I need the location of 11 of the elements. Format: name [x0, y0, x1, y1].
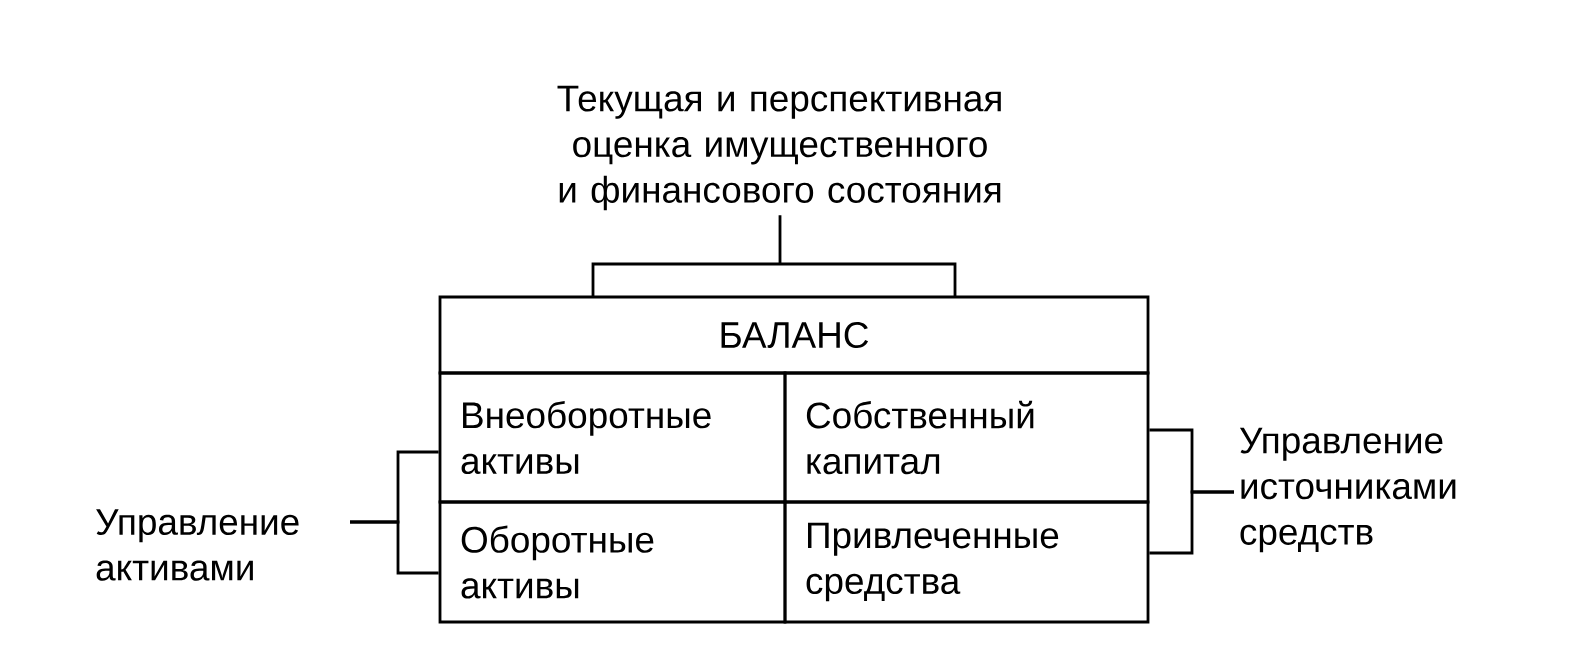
table-header-cell: БАЛАНС [438, 295, 1150, 375]
table-cell: Оборотные активы [438, 500, 787, 624]
connector-line [350, 520, 439, 575]
table-cell: Собственный капитал [783, 371, 1150, 504]
table-cell: Внеоборотные активы [438, 371, 787, 504]
table-cell: Привлеченные средства [783, 500, 1150, 624]
side-label: Управление источниками средств [1239, 427, 1456, 553]
connector-line [1149, 490, 1234, 555]
heading-text: Текущая и перспективная оценка имущественного и финансового состояния [557, 85, 1001, 211]
connector-line [591, 213, 957, 299]
side-label: Управление активами [96, 509, 299, 581]
